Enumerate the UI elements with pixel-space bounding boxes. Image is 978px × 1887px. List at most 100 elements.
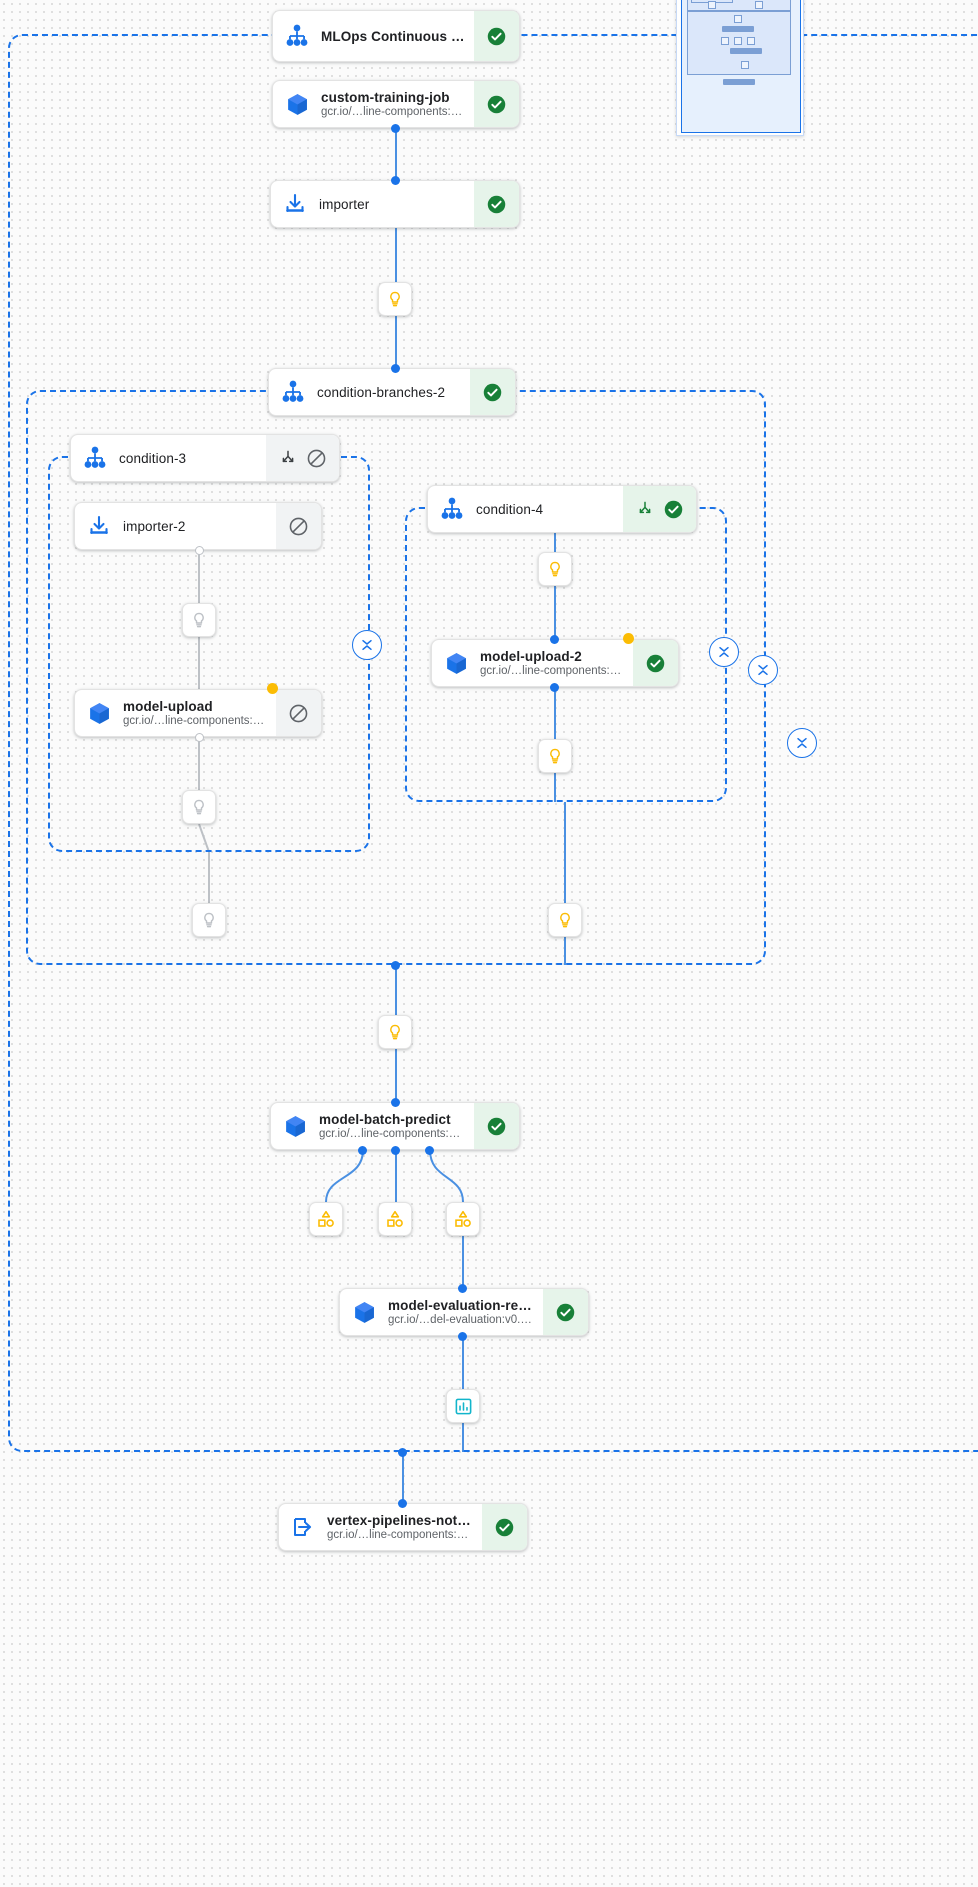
collapse-button-root[interactable] xyxy=(787,728,817,758)
skip-circle-icon xyxy=(307,449,326,467)
node-condition-4[interactable]: condition-4 xyxy=(427,485,697,533)
import-download-icon xyxy=(75,503,123,549)
status-badge xyxy=(633,640,678,686)
edge-dot xyxy=(391,961,400,970)
chip-parameter-bulb[interactable] xyxy=(192,903,226,937)
node-custom-training-job[interactable]: custom-training-job gcr.io/…line-compone… xyxy=(272,80,520,128)
status-badge xyxy=(623,486,696,532)
edge-dot xyxy=(550,683,559,692)
collapse-chevrons-icon xyxy=(797,737,807,749)
node-title: condition-branches-2 xyxy=(317,384,446,400)
artifact-output-dot xyxy=(267,683,278,694)
node-condition-3[interactable]: condition-3 xyxy=(70,434,340,482)
edge-dot-skipped xyxy=(195,733,204,742)
check-circle-icon xyxy=(664,500,683,518)
node-subtitle: gcr.io/…line-components:2.6.0 xyxy=(321,106,466,118)
node-title: model-evaluation-regres… xyxy=(388,1298,535,1313)
collapse-button-condition-3[interactable] xyxy=(352,630,382,660)
node-vertex-pipelines-notification[interactable]: vertex-pipelines-notificat… gcr.io/…line… xyxy=(278,1503,528,1551)
parameter-bulb-icon xyxy=(390,291,400,307)
minimap-node xyxy=(730,48,762,54)
artifact-output-dot xyxy=(623,633,634,644)
check-circle-icon xyxy=(487,27,506,45)
node-title: condition-3 xyxy=(119,450,187,466)
edge-dot xyxy=(391,1146,400,1155)
dag-root-icon xyxy=(273,11,321,61)
node-importer[interactable]: importer xyxy=(270,180,520,228)
artifact-shapes-icon xyxy=(318,1210,334,1227)
chip-parameter-bulb[interactable] xyxy=(378,282,412,316)
node-model-batch-predict[interactable]: model-batch-predict gcr.io/…line-compone… xyxy=(270,1102,520,1150)
status-badge xyxy=(474,11,519,61)
chip-artifact-shapes[interactable] xyxy=(378,1202,412,1236)
collapse-chevrons-icon xyxy=(719,646,729,658)
parameter-bulb-icon xyxy=(390,1024,400,1040)
chip-parameter-bulb[interactable] xyxy=(548,903,582,937)
artifact-shapes-icon xyxy=(455,1210,471,1227)
artifact-shapes-icon xyxy=(387,1210,403,1227)
metrics-chart-icon xyxy=(455,1398,471,1414)
chip-artifact-shapes[interactable] xyxy=(309,1202,343,1236)
status-badge xyxy=(474,81,519,127)
chip-parameter-bulb[interactable] xyxy=(182,790,216,824)
node-title: vertex-pipelines-notificat… xyxy=(327,1513,474,1528)
node-text: model-evaluation-regres… gcr.io/…del-eva… xyxy=(388,1289,543,1335)
node-title: model-upload xyxy=(123,699,213,714)
minimap-node xyxy=(747,37,755,45)
edge-dot xyxy=(398,1499,407,1508)
minimap-node xyxy=(755,1,763,9)
chip-parameter-bulb[interactable] xyxy=(538,552,572,586)
exit-arrow-icon xyxy=(279,1504,327,1550)
node-condition-branches-2[interactable]: condition-branches-2 xyxy=(268,368,516,416)
node-subtitle: gcr.io/…del-evaluation:v0.9.3 xyxy=(388,1314,535,1326)
edge-dot-skipped xyxy=(195,546,204,555)
branch-arrow-icon xyxy=(282,450,294,463)
node-text: condition-3 xyxy=(119,435,266,481)
chip-parameter-bulb[interactable] xyxy=(378,1015,412,1049)
edge-dot xyxy=(398,1448,407,1457)
check-circle-icon xyxy=(646,654,665,672)
node-model-upload[interactable]: model-upload gcr.io/…line-components:2.6… xyxy=(74,689,322,737)
skip-circle-icon xyxy=(289,704,308,722)
node-model-upload-2[interactable]: model-upload-2 gcr.io/…line-components:2… xyxy=(431,639,679,687)
chip-parameter-bulb[interactable] xyxy=(182,603,216,637)
edge-dot xyxy=(391,124,400,133)
chip-parameter-bulb[interactable] xyxy=(538,739,572,773)
status-badge xyxy=(276,690,321,736)
parameter-bulb-icon xyxy=(550,748,560,764)
minimap-node xyxy=(721,37,729,45)
skip-circle-icon xyxy=(289,517,308,535)
collapse-button-condition-4[interactable] xyxy=(709,637,739,667)
parameter-bulb-icon xyxy=(560,912,570,928)
status-badge xyxy=(474,1103,519,1149)
node-text: importer xyxy=(319,181,474,227)
node-text: model-batch-predict gcr.io/…line-compone… xyxy=(319,1103,474,1149)
node-text: MLOps Continuous Traini… xyxy=(321,11,474,61)
check-circle-icon xyxy=(556,1303,575,1321)
node-subtitle: gcr.io/…line-components:2.6.0 xyxy=(327,1529,474,1541)
node-title: model-batch-predict xyxy=(319,1112,451,1127)
collapse-chevrons-icon xyxy=(758,664,768,676)
collapse-button-condition-branches-2[interactable] xyxy=(748,655,778,685)
minimap-node xyxy=(734,15,742,23)
node-text: vertex-pipelines-notificat… gcr.io/…line… xyxy=(327,1504,482,1550)
component-cube-icon xyxy=(75,690,123,736)
node-model-evaluation-regression[interactable]: model-evaluation-regres… gcr.io/…del-eva… xyxy=(339,1288,589,1336)
minimap-node xyxy=(741,61,749,69)
component-cube-icon xyxy=(340,1289,388,1335)
node-importer-2[interactable]: importer-2 xyxy=(74,502,322,550)
minimap-node xyxy=(722,26,754,32)
edge-dot xyxy=(391,364,400,373)
dag-root-icon xyxy=(71,435,119,481)
component-cube-icon xyxy=(271,1103,319,1149)
status-badge xyxy=(470,369,515,415)
chip-artifact-shapes[interactable] xyxy=(446,1202,480,1236)
graph-minimap[interactable] xyxy=(676,0,804,136)
parameter-bulb-icon xyxy=(194,799,204,815)
node-subtitle: gcr.io/…line-components:2.6.0 xyxy=(123,715,268,727)
check-circle-icon xyxy=(487,95,506,113)
chip-metrics-chart[interactable] xyxy=(446,1389,480,1423)
node-mlops-continuous-training[interactable]: MLOps Continuous Traini… xyxy=(272,10,520,62)
import-download-icon xyxy=(271,181,319,227)
